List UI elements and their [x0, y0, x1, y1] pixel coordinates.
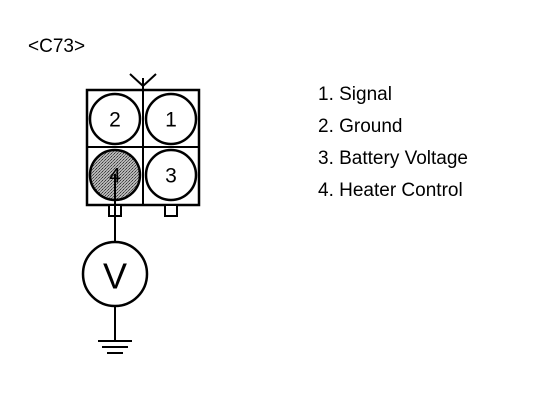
legend-item-signal: 1. Signal	[318, 84, 392, 105]
pin-3-number: 3	[165, 165, 177, 188]
connector-label: <C73>	[28, 36, 86, 57]
pin-2-number: 2	[109, 109, 121, 132]
legend-item-battery-voltage: 3. Battery Voltage	[318, 148, 468, 169]
pin-legend: 1. Signal 2. Ground 3. Battery Voltage 4…	[318, 84, 468, 212]
pin-1-circle	[144, 92, 198, 146]
pin-1-number: 1	[165, 109, 177, 132]
legend-item-heater-control: 4. Heater Control	[318, 180, 463, 201]
voltmeter-symbol: V	[103, 256, 127, 297]
legend-item-ground: 2. Ground	[318, 116, 403, 137]
pin-2-circle	[88, 92, 142, 146]
ground-icon	[98, 340, 132, 354]
terminal-right	[164, 204, 178, 217]
pin-3-circle	[144, 148, 198, 202]
